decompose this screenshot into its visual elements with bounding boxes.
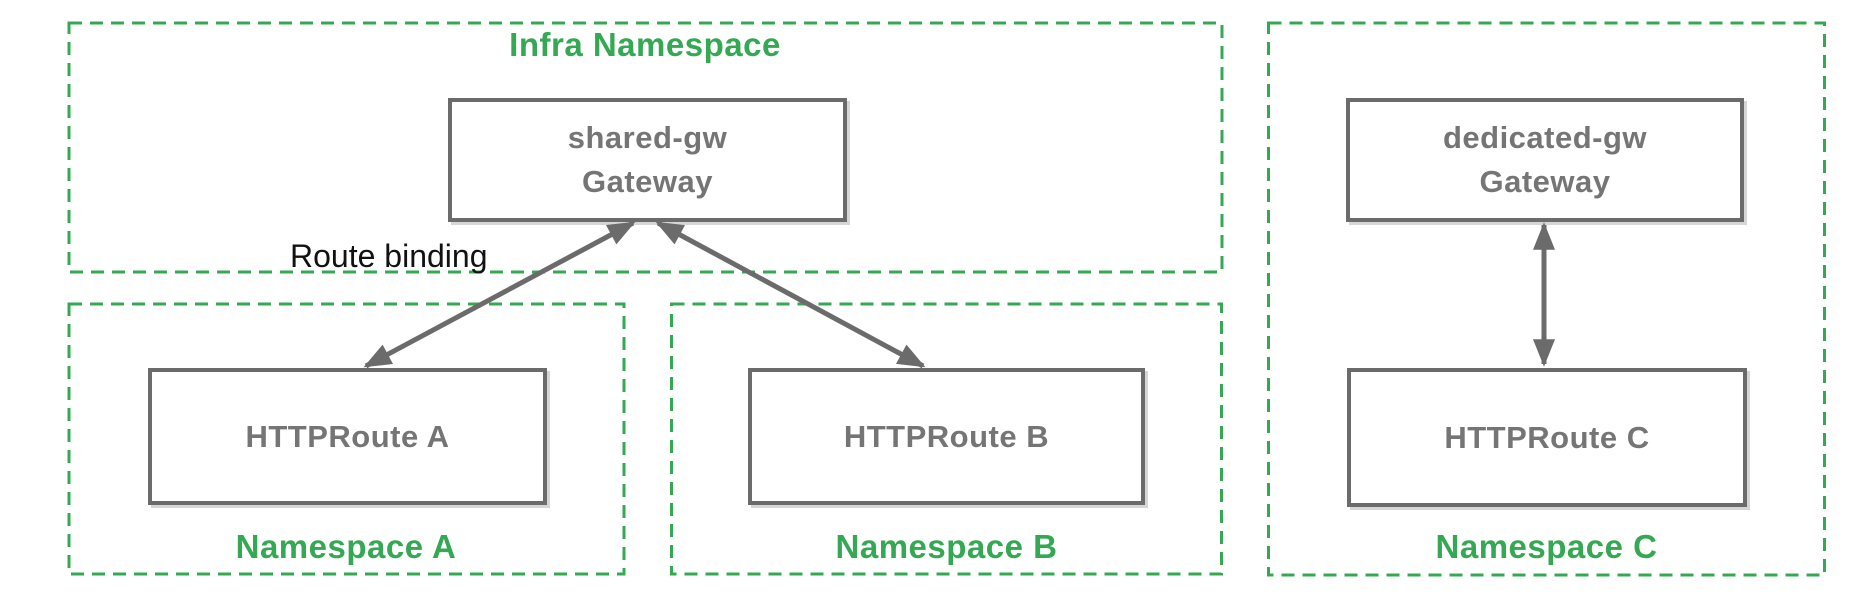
node-shared-gw-gateway: shared-gw Gateway — [448, 98, 847, 222]
namespace-b-border — [670, 302, 1223, 576]
namespace-a-border — [67, 302, 626, 576]
route-binding-annotation: Route binding — [290, 238, 488, 274]
namespace-c-label: Namespace C — [1435, 528, 1658, 565]
node-httproute-a: HTTPRoute A — [148, 368, 547, 505]
namespace-c-border — [1267, 21, 1826, 577]
node-httproute-b: HTTPRoute B — [748, 368, 1145, 505]
node-httproute-c: HTTPRoute C — [1347, 368, 1747, 507]
namespace-b-label: Namespace B — [835, 528, 1058, 565]
infra-namespace-label: Infra Namespace — [509, 26, 781, 63]
edge-route-a-to-shared-gw — [363, 220, 636, 369]
namespace-a-label: Namespace A — [235, 528, 457, 565]
edge-route-b-to-shared-gw — [655, 220, 926, 369]
infra-namespace-border — [67, 21, 1224, 274]
node-dedicated-gw-gateway: dedicated-gw Gateway — [1346, 98, 1744, 222]
